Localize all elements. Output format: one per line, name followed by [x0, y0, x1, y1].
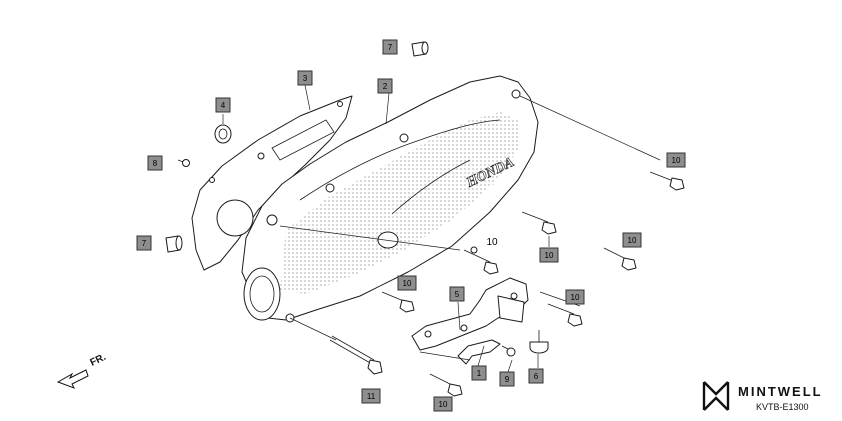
- callout-4: 4: [215, 97, 231, 113]
- svg-text:7: 7: [388, 43, 393, 52]
- dowel-pin-top: [411, 41, 429, 57]
- svg-text:2: 2: [383, 82, 388, 91]
- callout-10-plain: 10: [486, 237, 498, 248]
- mounting-bracket: [411, 277, 529, 351]
- bolt-10-mid-right: [603, 247, 637, 271]
- svg-text:9: 9: [505, 375, 510, 384]
- svg-text:4: 4: [221, 101, 226, 110]
- mintwell-logo-text: MINTWELL: [738, 384, 823, 399]
- bolt-10-upper-right: [649, 171, 685, 191]
- mintwell-logo-icon: [702, 381, 730, 411]
- svg-text:3: 3: [303, 74, 308, 83]
- bolt-10-bottom: [429, 373, 463, 397]
- callout-6: 6: [528, 368, 544, 384]
- svg-text:10: 10: [439, 400, 448, 409]
- front-direction-arrow: FR.: [56, 352, 108, 389]
- callout-2: 2: [377, 78, 393, 94]
- cover-gasket: [191, 95, 353, 271]
- callout-11: 11: [361, 388, 381, 404]
- svg-text:7: 7: [142, 239, 147, 248]
- bolt-10-left-lower: [381, 291, 415, 313]
- callout-1: 1: [471, 365, 487, 381]
- callout-7-top: 7: [382, 39, 398, 55]
- callout-10-bottom: 10: [433, 396, 453, 412]
- svg-text:10: 10: [545, 251, 554, 260]
- front-label: FR.: [88, 352, 107, 369]
- svg-text:8: 8: [153, 159, 158, 168]
- svg-text:10: 10: [672, 156, 681, 165]
- left-crankcase-cover: HONDA: [241, 75, 539, 323]
- callout-10-right-lower: 10: [565, 289, 585, 305]
- callout-10-upper-right: 10: [666, 152, 686, 168]
- seal-ring: [214, 124, 232, 144]
- clip-stay: [457, 339, 501, 365]
- callout-10-left-lower: 10: [397, 275, 417, 291]
- callout-10-center: 10: [539, 247, 559, 263]
- svg-text:6: 6: [534, 372, 539, 381]
- leader-lines: [222, 84, 661, 373]
- svg-text:10: 10: [628, 236, 637, 245]
- svg-text:10: 10: [403, 279, 412, 288]
- bolt-10-right-lower: [547, 303, 583, 327]
- rubber-grommet: [529, 330, 549, 354]
- svg-text:1: 1: [477, 369, 482, 378]
- bolt-11-long: [329, 335, 383, 375]
- dowel-pin-left: [165, 235, 183, 253]
- callout-10-mid-right: 10: [622, 232, 642, 248]
- collar-bolt: [501, 345, 516, 357]
- bolt-10-lower-mid: [463, 249, 499, 275]
- callout-8: 8: [147, 155, 163, 171]
- bolt-10-center: [521, 211, 557, 235]
- diagram-code: KVTB-E1300: [756, 402, 809, 412]
- svg-text:11: 11: [367, 392, 376, 401]
- svg-text:5: 5: [455, 290, 460, 299]
- mintwell-logo: MINTWELL KVTB-E1300: [702, 381, 823, 412]
- callout-9: 9: [499, 371, 515, 387]
- callout-3: 3: [297, 70, 313, 86]
- small-bolt: [177, 159, 190, 167]
- callout-5: 5: [449, 286, 465, 302]
- svg-text:10: 10: [571, 293, 580, 302]
- callout-7-left: 7: [136, 235, 152, 251]
